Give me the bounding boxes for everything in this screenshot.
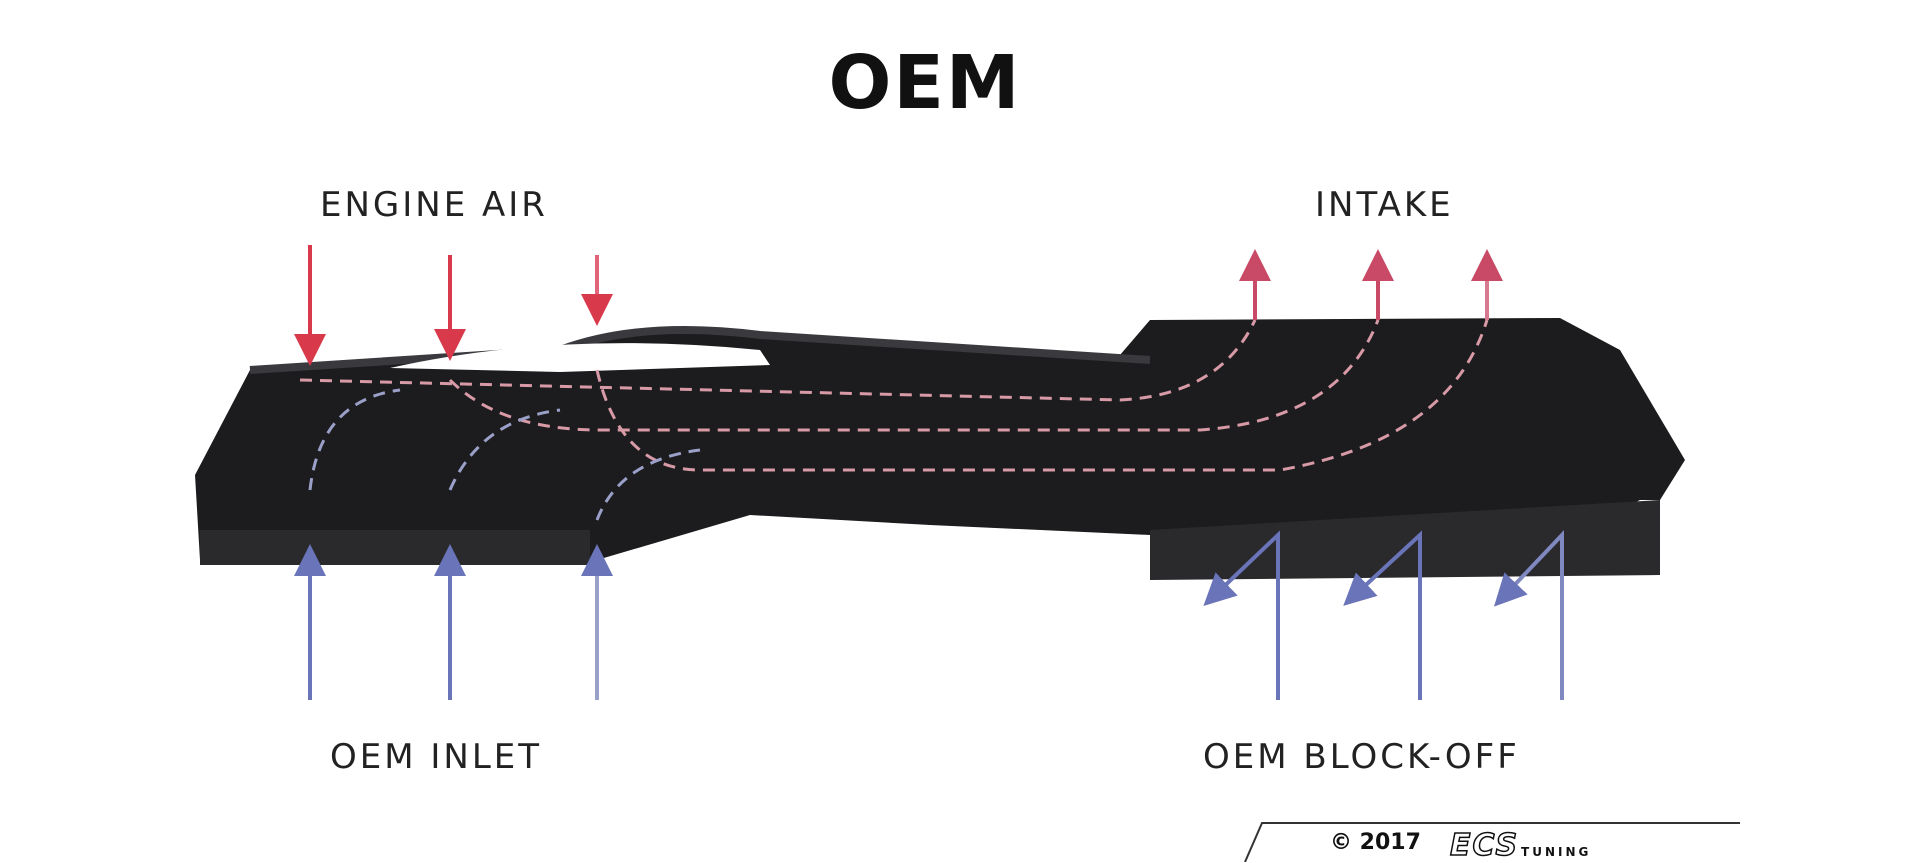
block-off-arrows — [1203, 529, 1564, 700]
intake-label: INTAKE — [1315, 185, 1454, 225]
logo-text: ECS — [1449, 827, 1520, 863]
deflected-arrow-icon — [1493, 529, 1564, 700]
inlet-arrows — [294, 544, 613, 700]
airflow-paths — [299, 319, 1489, 521]
engine-air-label: ENGINE AIR — [320, 185, 548, 225]
copyright-text: © 2017 — [1330, 830, 1421, 855]
intake-arrows — [1239, 249, 1503, 320]
deflected-arrow-icon — [1343, 530, 1422, 700]
engine-air-arrows — [294, 245, 613, 366]
ecs-tuning-logo: ECS TUNING — [1449, 827, 1592, 863]
diagram-title: OEM — [828, 40, 1022, 126]
oem-air-duct-part — [195, 318, 1685, 580]
deflected-arrow-icon — [1203, 530, 1280, 700]
logo-subtext: TUNING — [1521, 845, 1592, 859]
oem-block-off-label: OEM BLOCK-OFF — [1203, 737, 1520, 777]
footer-rule — [1244, 822, 1740, 862]
oem-inlet-label: OEM INLET — [330, 737, 543, 777]
